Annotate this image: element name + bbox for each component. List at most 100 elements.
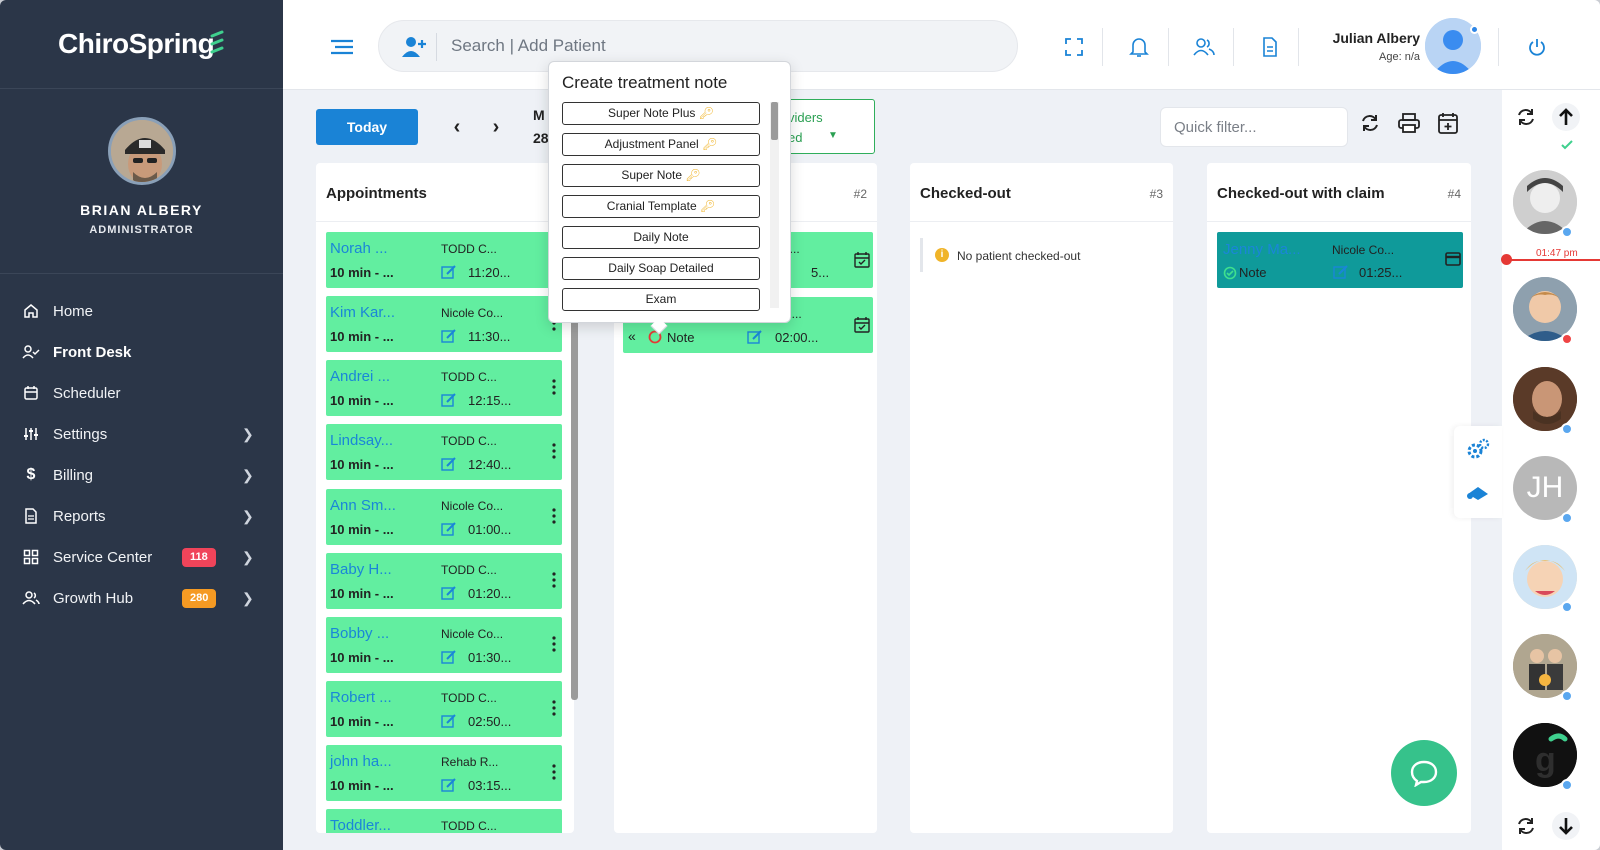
header-user-name[interactable]: Julian Albery (1332, 30, 1420, 46)
kebab-menu-icon[interactable] (552, 700, 556, 716)
kebab-menu-icon[interactable] (552, 636, 556, 652)
appointment-card[interactable]: Baby H... TODD C... 10 min - ... 01:20..… (326, 553, 562, 609)
kebab-menu-icon[interactable] (552, 508, 556, 524)
note-label[interactable]: Note (1239, 265, 1267, 280)
quick-filter-input[interactable] (1160, 107, 1348, 147)
patient-avatar[interactable] (1513, 367, 1577, 431)
edit-icon[interactable] (441, 392, 457, 408)
patient-avatar[interactable]: JH (1513, 456, 1577, 520)
patient-name[interactable]: Kim Kar... (330, 304, 396, 321)
calendar-check-icon[interactable] (854, 252, 870, 268)
edit-icon[interactable] (441, 264, 457, 280)
note-template-option[interactable]: Adjustment Panel 🔑︎ (562, 133, 760, 156)
note-template-option[interactable]: Exam (562, 288, 760, 311)
power-icon[interactable] (1526, 36, 1548, 58)
document-icon[interactable] (1259, 36, 1281, 58)
claim-card[interactable]: Jenny Ma... Nicole Co... Note 01:25... (1217, 232, 1463, 288)
appointment-time: 11:30... (468, 329, 511, 344)
chat-button[interactable] (1391, 740, 1457, 806)
appointment-card[interactable]: Andrei ... TODD C... 10 min - ... 12:15.… (326, 360, 562, 416)
patient-avatar[interactable] (1513, 634, 1577, 698)
edit-icon[interactable] (441, 777, 457, 793)
refresh-icon[interactable] (1358, 111, 1382, 135)
kebab-menu-icon[interactable] (552, 379, 556, 395)
pin-icon: 🔑︎ (699, 199, 716, 213)
note-template-option[interactable]: Cranial Template 🔑︎ (562, 195, 760, 218)
add-user-icon[interactable] (401, 35, 427, 59)
edit-icon[interactable] (441, 649, 457, 665)
scroll-down-icon[interactable] (1552, 812, 1580, 840)
edit-icon[interactable] (747, 329, 763, 345)
patient-name[interactable]: john ha... (330, 753, 392, 770)
bell-icon[interactable] (1128, 36, 1150, 58)
patient-name[interactable]: Robert ... (330, 689, 392, 706)
collapse-left-icon[interactable]: « (628, 328, 636, 344)
appointment-card[interactable]: Kim Kar... Nicole Co... 10 min - ... 11:… (326, 296, 562, 352)
sidebar-item-front-desk[interactable]: Front Desk (0, 332, 283, 372)
navigate-icon[interactable] (1466, 484, 1490, 507)
edit-icon[interactable] (441, 328, 457, 344)
status-dot (1561, 333, 1573, 345)
patient-name[interactable]: Lindsay... (330, 432, 394, 449)
edit-icon[interactable] (441, 521, 457, 537)
patient-name[interactable]: Jenny Ma... (1223, 241, 1301, 258)
appointments-scrollbar[interactable] (571, 230, 578, 700)
credit-card-icon[interactable] (1445, 252, 1461, 266)
appointment-card[interactable]: Norah ... TODD C... 10 min - ... 11:20..… (326, 232, 562, 288)
popup-scrollbar-thumb[interactable] (771, 102, 778, 140)
next-day-icon[interactable]: › (492, 115, 500, 138)
note-template-option[interactable]: Daily Soap Detailed (562, 257, 760, 280)
note-label[interactable]: Note (667, 330, 695, 345)
patient-avatar[interactable]: g (1513, 723, 1577, 787)
patient-name[interactable]: Bobby ... (330, 625, 390, 642)
sidebar-item-billing[interactable]: $ Billing ❯ (0, 455, 283, 495)
today-button[interactable]: Today (316, 109, 418, 145)
rail-refresh-icon[interactable] (1512, 103, 1540, 131)
fullscreen-icon[interactable] (1063, 36, 1085, 58)
appointment-card[interactable]: Robert ... TODD C... 10 min - ... 02:50.… (326, 681, 562, 737)
patient-avatar[interactable] (1513, 545, 1577, 609)
appointment-card[interactable]: Ann Sm... Nicole Co... 10 min - ... 01:0… (326, 489, 562, 545)
kebab-menu-icon[interactable] (552, 572, 556, 588)
avatar[interactable] (108, 117, 176, 185)
sidebar-item-growth-hub[interactable]: Growth Hub 280 ❯ (0, 578, 283, 618)
appointment-card[interactable]: Lindsay... TODD C... 10 min - ... 12:40.… (326, 424, 562, 480)
users-icon[interactable] (1193, 36, 1215, 58)
prev-day-icon[interactable]: ‹ (453, 115, 461, 138)
appointment-card[interactable]: Bobby ... Nicole Co... 10 min - ... 01:3… (326, 617, 562, 673)
note-template-option[interactable]: Super Note 🔑︎ (562, 164, 760, 187)
note-template-option[interactable]: Super Note Plus 🔑︎ (562, 102, 760, 125)
popup-scrollbar-track[interactable] (770, 102, 779, 308)
patient-name[interactable]: Baby H... (330, 561, 392, 578)
sidebar-item-home[interactable]: Home (0, 291, 283, 331)
appointment-card[interactable]: john ha... Rehab R... 10 min - ... 03:15… (326, 745, 562, 801)
sidebar-item-service-center[interactable]: Service Center 118 ❯ (0, 537, 283, 577)
add-appointment-icon[interactable] (1436, 111, 1460, 135)
kebab-menu-icon[interactable] (552, 443, 556, 459)
edit-icon[interactable] (441, 713, 457, 729)
calendar-check-icon[interactable] (854, 317, 870, 333)
edit-icon[interactable] (1333, 264, 1349, 280)
settings-gears-icon[interactable] (1466, 438, 1490, 465)
sidebar-item-reports[interactable]: Reports ❯ (0, 496, 283, 536)
edit-icon[interactable] (441, 456, 457, 472)
patient-name[interactable]: Norah ... (330, 240, 388, 257)
header-separator (1498, 28, 1499, 66)
sidebar-item-settings[interactable]: Settings ❯ (0, 414, 283, 454)
patient-avatar[interactable] (1513, 170, 1577, 234)
rail-refresh-icon[interactable] (1512, 812, 1540, 840)
appointment-card[interactable]: Toddler... TODD C... (326, 809, 562, 833)
menu-icon[interactable] (330, 39, 354, 55)
edit-icon[interactable] (441, 585, 457, 601)
scroll-up-icon[interactable] (1552, 103, 1580, 131)
note-template-option[interactable]: Daily Note (562, 226, 760, 249)
patient-avatar[interactable] (1513, 277, 1577, 341)
kebab-menu-icon[interactable] (552, 764, 556, 780)
sidebar-item-scheduler[interactable]: Scheduler (0, 373, 283, 413)
patient-name[interactable]: Toddler... (330, 817, 391, 833)
print-icon[interactable] (1397, 111, 1421, 135)
header-separator (1298, 28, 1299, 66)
patient-name[interactable]: Andrei ... (330, 368, 391, 385)
patient-name[interactable]: Ann Sm... (330, 497, 396, 514)
logo[interactable]: ChiroSpring (58, 28, 215, 59)
